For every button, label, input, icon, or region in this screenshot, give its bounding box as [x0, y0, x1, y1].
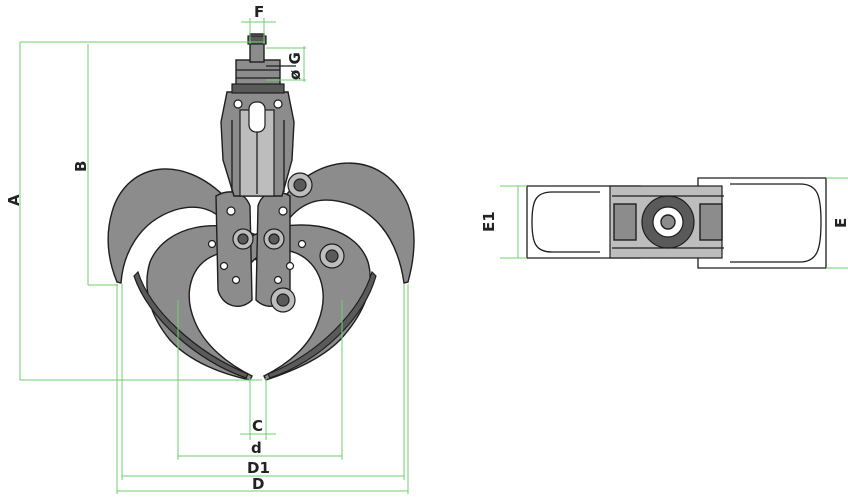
top-view-bar: [699, 203, 723, 241]
label-C: C: [252, 417, 263, 435]
rotator-flange: [231, 83, 285, 94]
cylinder-pin-upper-core: [293, 178, 307, 192]
body-hole: [297, 239, 307, 249]
body-hole: [278, 206, 288, 216]
label-d: d: [251, 439, 262, 457]
top-link-collar: [247, 35, 267, 45]
grapple-front-view: [107, 33, 415, 381]
top-view-bar: [613, 203, 637, 241]
right-pivot-pin-core: [268, 233, 280, 245]
dimension-lines: [19, 18, 848, 494]
label-A: A: [5, 194, 23, 206]
label-F: F: [254, 3, 264, 21]
right-outer-tine: [281, 162, 415, 284]
grapple-top-view: [526, 177, 827, 269]
left-blade-tip: [133, 270, 249, 379]
body-hole: [207, 239, 217, 249]
label-D: D: [252, 475, 264, 493]
body-left-plate: [215, 191, 253, 308]
body-hole: [273, 275, 283, 285]
body-hole: [226, 206, 236, 216]
cylinder-slot: [248, 101, 266, 133]
cylinder-pin-lower-core: [276, 293, 290, 307]
label-G: ø G: [286, 52, 304, 80]
left-outer-tine: [107, 168, 229, 284]
label-D1: D1: [247, 459, 270, 477]
top-view-right-loop: [730, 183, 822, 263]
rotator-hub: [660, 214, 676, 230]
rotator-block: [235, 59, 281, 87]
label-E1: E1: [480, 211, 498, 232]
label-E: E: [832, 218, 848, 228]
housing-bolt: [233, 99, 243, 109]
left-pivot-pin-core: [237, 233, 249, 245]
label-B: B: [72, 161, 90, 172]
housing-bolt: [273, 99, 283, 109]
cylinder-pin-left-core: [325, 249, 339, 263]
dimension-labels: F ø G A B C d D1 D E1 E: [5, 3, 848, 493]
body-hole: [231, 275, 241, 285]
body-hole: [219, 261, 229, 271]
body-hole: [285, 261, 295, 271]
right-blade-tip: [267, 270, 377, 379]
top-view-left-loop: [531, 191, 600, 253]
